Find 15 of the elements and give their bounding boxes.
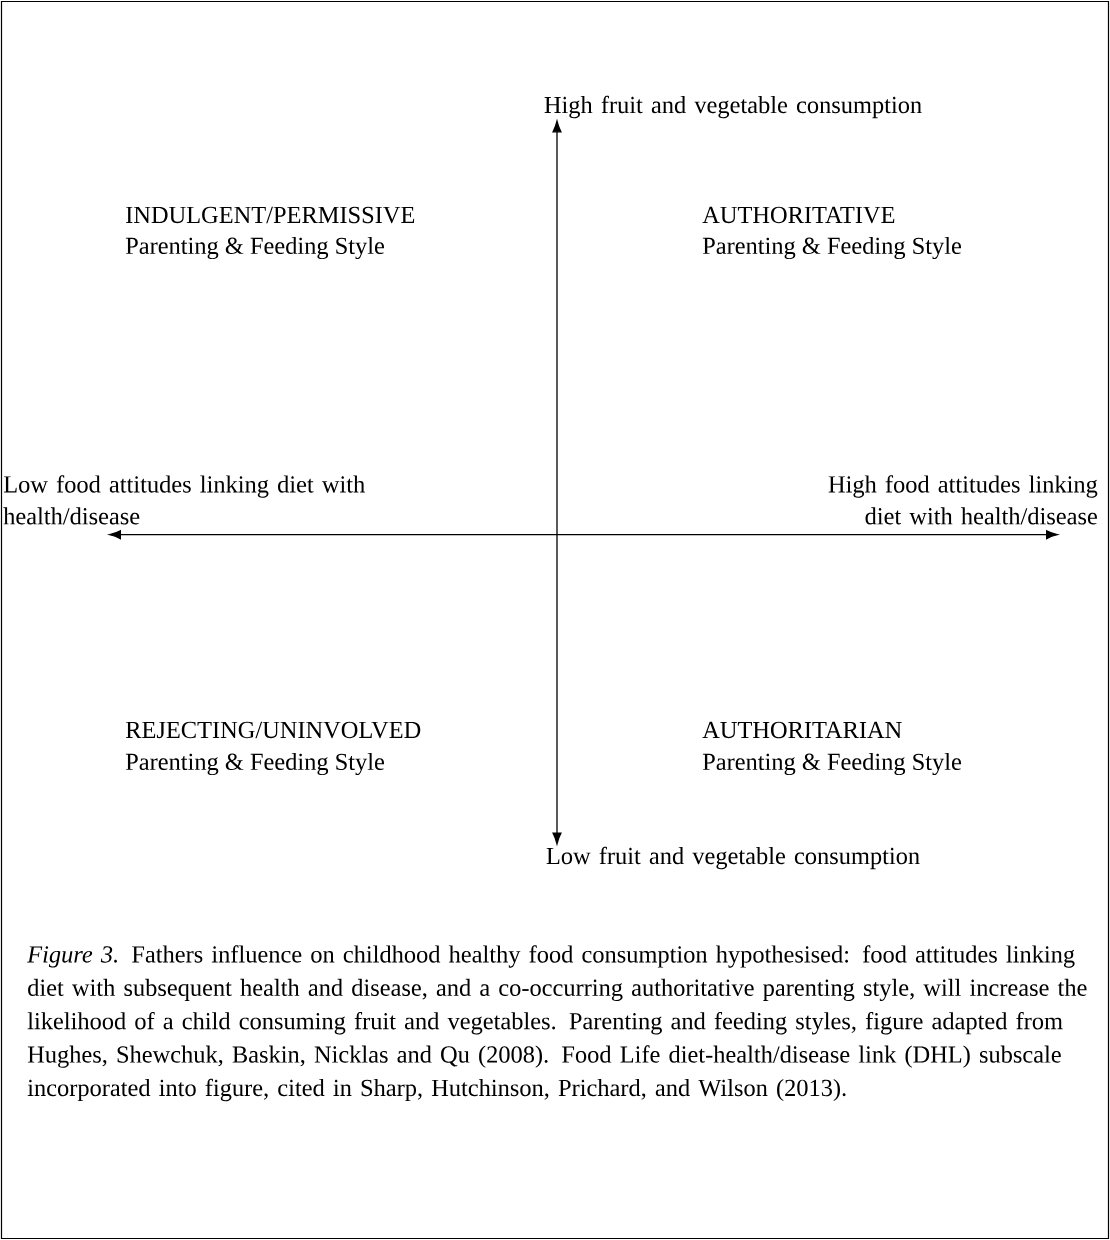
quadrant-subtitle: Parenting & Feeding Style (125, 236, 385, 260)
figure-caption: Figure 3. Fathers influence on childhood healthy food consumption hypothesised: food attitudes linking diet with subsequent health and disease, and a co-occurring authoritative parenting style, will increase the likelihood of a child consuming fruit and vegetables. Parenting and feeding styles, figure adapted from Hughes, Shewchuk, Baskin, Nicklas and Qu (2008). Food Life diet-health/disease link (DHL) subscale incorporated into figure, cited in Sharp, Hutchinson, Prichard, and Wilson (2013). (27, 945, 1087, 1102)
quadrant-subtitle: Parenting & Feeding Style (702, 236, 961, 260)
axis-label: High fruit and vegetable consumption (544, 95, 922, 119)
quadrant-subtitle: Parenting & Feeding Style (702, 752, 961, 776)
quadrant-subtitle: Parenting & Feeding Style (125, 752, 385, 776)
quadrant-heading: INDULGENT/PERMISSIVE (126, 206, 415, 224)
quadrant-heading: REJECTING/UNINVOLVED (125, 721, 421, 739)
axis-label: High food attitudes linking diet with health/disease (828, 475, 1098, 525)
axis-label: Low fruit and vegetable consumption (546, 846, 920, 870)
axis-label: Low food attitudes linking diet with health/disease (3, 475, 365, 525)
quadrant-heading: AUTHORITARIAN (702, 721, 902, 739)
axis-arrow (552, 120, 562, 845)
quadrant-heading: AUTHORITATIVE (702, 206, 895, 224)
axis-arrow (109, 530, 1058, 540)
